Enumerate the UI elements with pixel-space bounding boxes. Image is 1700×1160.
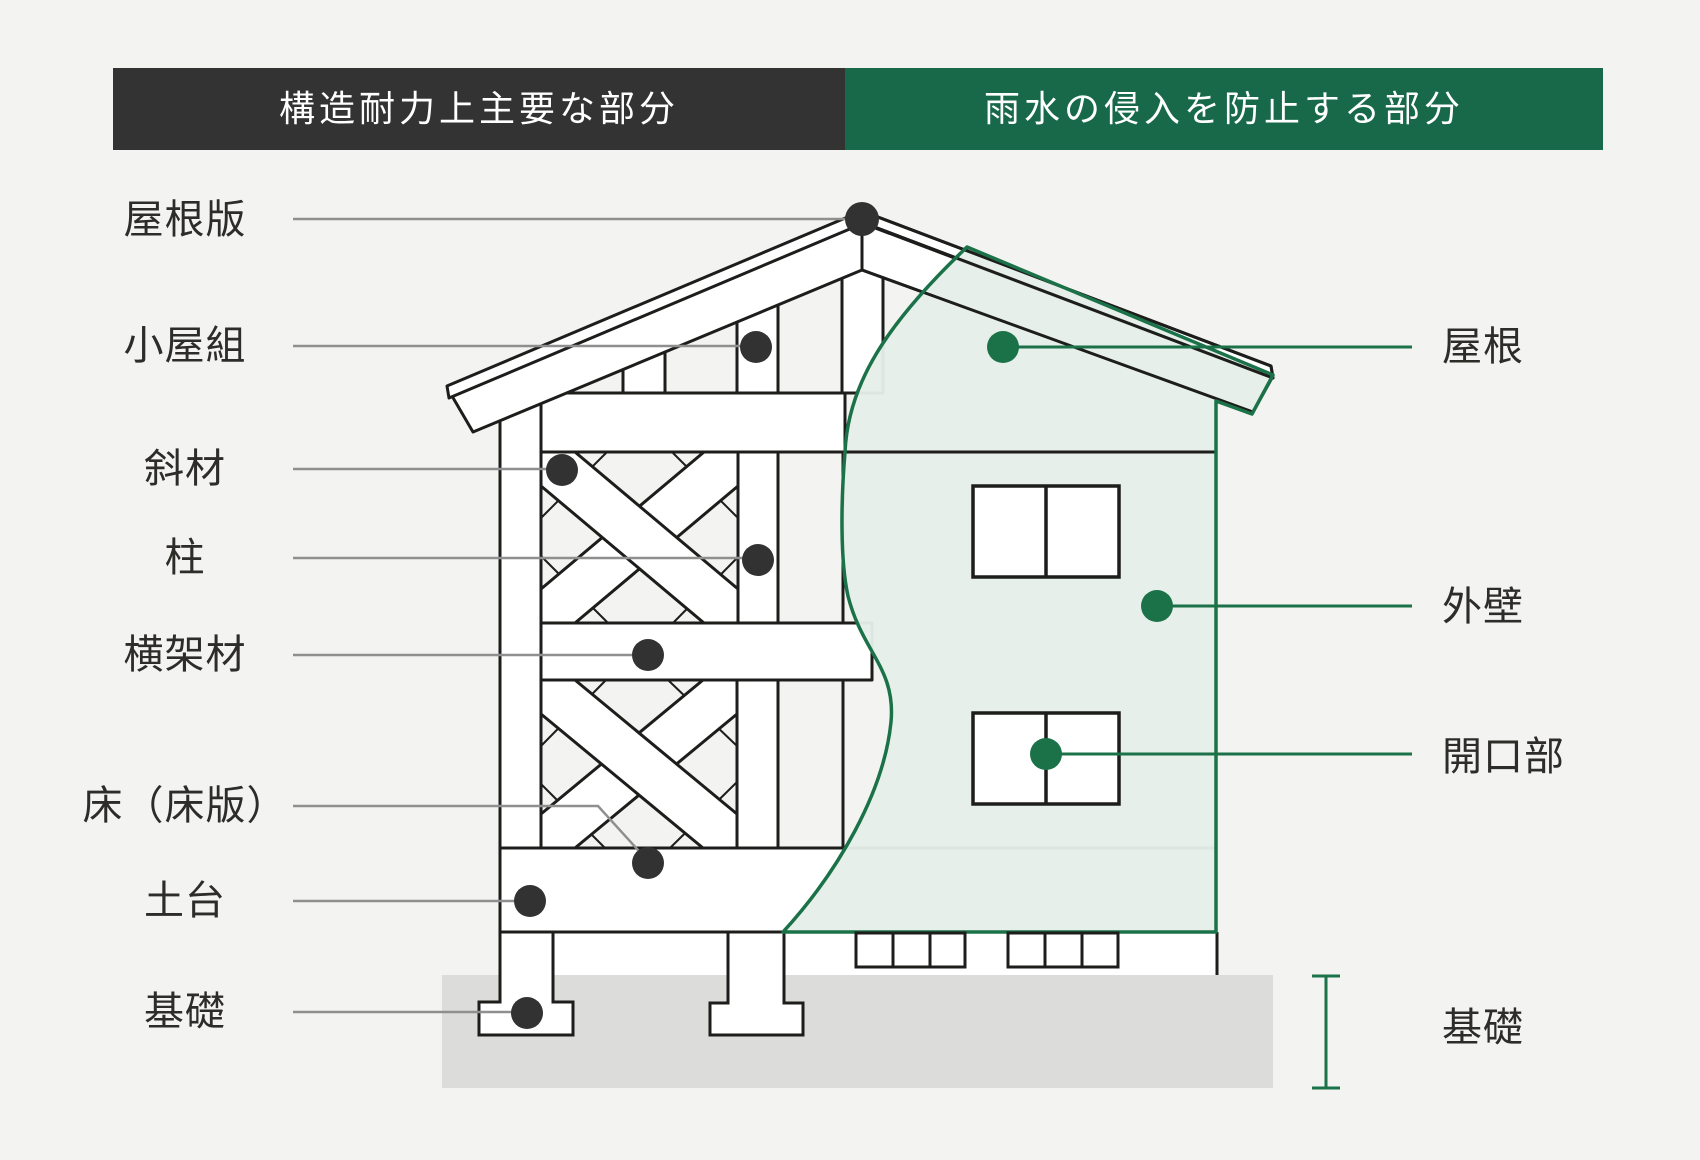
foundation-bracket: [1312, 974, 1340, 1090]
label-horizontal-member: 横架材: [123, 633, 247, 677]
leader-lines-left: [293, 217, 850, 1014]
header-rainproof-parts: 雨水の侵入を防止する部分: [845, 68, 1603, 150]
label-foundation-right: 基礎: [1442, 1006, 1524, 1050]
marker-roof-board: [845, 202, 879, 236]
label-roof-framing: 小屋組: [123, 324, 247, 368]
structural-marker-dots: [511, 202, 879, 1029]
marker-roof-framing: [740, 331, 772, 363]
upper-stud: [736, 450, 780, 625]
foundation-vents: [854, 931, 1120, 969]
upper-brace-panel: [539, 450, 740, 625]
label-floor: 床（床版）: [82, 784, 288, 828]
marker-horizontal-member: [632, 639, 664, 671]
marker-foundation-left: [511, 997, 543, 1029]
marker-column: [742, 544, 774, 576]
green-overlay-outline: [781, 245, 1275, 934]
label-foundation-left: 基礎: [144, 990, 226, 1034]
marker-roof: [987, 331, 1019, 363]
green-overlay: [783, 247, 1273, 932]
label-exterior-wall: 外壁: [1442, 585, 1524, 629]
marker-diagonal-brace: [546, 454, 578, 486]
label-roof: 屋根: [1442, 325, 1524, 369]
label-roof-board: 屋根版: [123, 198, 247, 242]
marker-floor: [632, 847, 664, 879]
marker-opening: [1030, 738, 1062, 770]
label-diagonal-brace: 斜材: [144, 447, 226, 491]
marker-exterior-wall: [1141, 590, 1173, 622]
lower-stud: [735, 678, 780, 850]
rainproof-marker-dots: [987, 331, 1173, 770]
leader-lines-right: [1003, 345, 1412, 756]
label-column: 柱: [164, 536, 206, 580]
header-structural-parts: 構造耐力上主要な部分: [113, 68, 845, 150]
label-opening: 開口部: [1442, 735, 1565, 779]
lower-brace-panel: [539, 678, 739, 850]
foundation-slab: [442, 975, 1273, 1088]
marker-sill: [514, 885, 546, 917]
label-sill: 土台: [144, 879, 226, 923]
